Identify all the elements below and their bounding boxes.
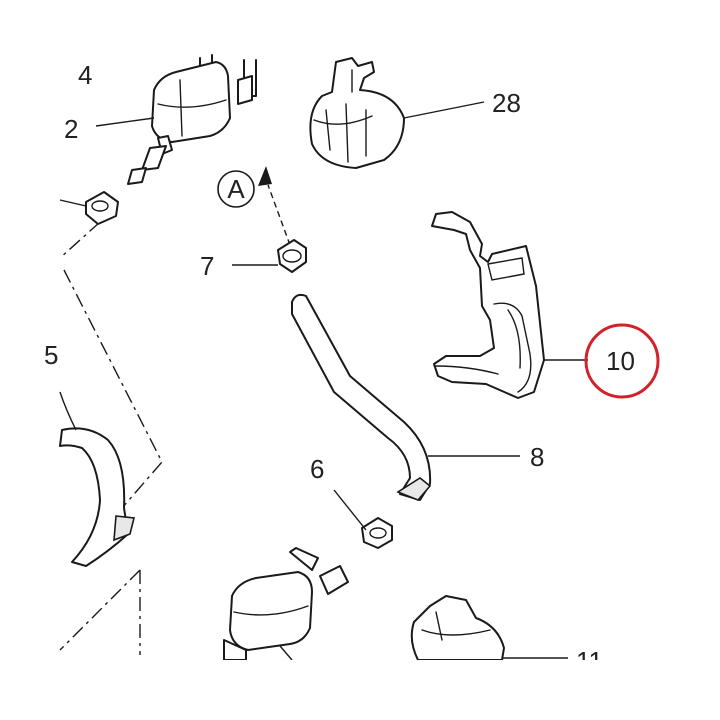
leader-lines bbox=[59, 101, 588, 661]
view-arrow-a: A bbox=[217, 166, 272, 208]
nut-6 bbox=[361, 517, 393, 549]
callout-10: 10 bbox=[606, 346, 635, 376]
connector-cap-28 bbox=[309, 57, 405, 169]
nut-left bbox=[59, 191, 119, 225]
callout-2: 2 bbox=[64, 114, 78, 144]
hose-5 bbox=[59, 427, 135, 567]
callout-6: 6 bbox=[310, 454, 324, 484]
hose-8 bbox=[291, 293, 432, 501]
bottom-crop bbox=[0, 660, 720, 720]
valve-assembly-top bbox=[127, 54, 257, 185]
connector-11 bbox=[410, 595, 505, 661]
callout-8: 8 bbox=[530, 442, 544, 472]
callout-28: 28 bbox=[492, 88, 521, 118]
callout-7: 7 bbox=[200, 251, 214, 281]
bracket-clip-10 bbox=[431, 211, 545, 399]
callout-labels: 4 2 28 7 10 8 6 5 11 bbox=[44, 60, 635, 676]
routing-lines bbox=[59, 184, 291, 655]
highlight-circle bbox=[584, 323, 660, 399]
callout-4: 4 bbox=[78, 60, 92, 90]
callout-a: A bbox=[227, 174, 245, 204]
callout-5: 5 bbox=[44, 340, 58, 370]
valve-assembly-bottom bbox=[223, 547, 349, 661]
clamp-7 bbox=[277, 239, 307, 273]
